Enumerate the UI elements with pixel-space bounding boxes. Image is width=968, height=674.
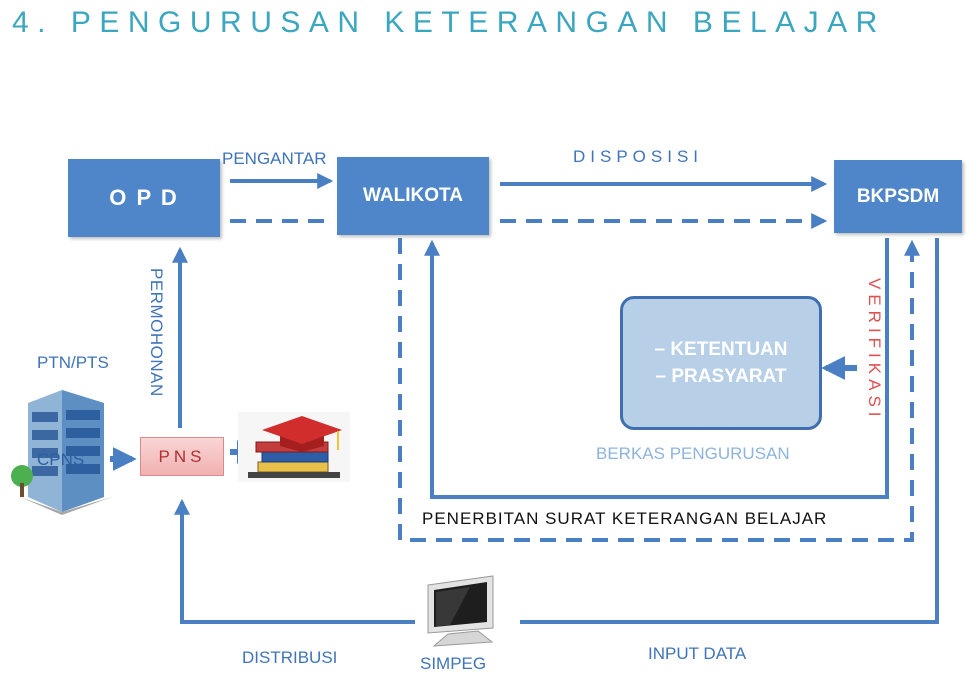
input-data-label: INPUT DATA — [648, 644, 747, 663]
walikota-box[interactable]: WALIKOTA — [337, 157, 489, 235]
penerbitan-dashed-loop — [398, 238, 920, 542]
cpns-label: CPNS — [37, 450, 85, 469]
building-icon — [11, 390, 112, 515]
pns-label: PNS — [158, 446, 206, 466]
simpeg-label: SIMPEG — [420, 654, 487, 673]
input-data-line — [520, 238, 939, 624]
distribusi-arrow — [174, 498, 415, 624]
permohonan-label: PERMOHONAN — [147, 268, 166, 397]
prasyarat-item: – PRASYARAT — [655, 366, 787, 387]
penerbitan-label: PENERBITAN SURAT KETERANGAN BELAJAR — [422, 509, 828, 528]
verifikasi-label: VERIFIKASI — [865, 278, 884, 422]
bkpsdm-box[interactable]: BKPSDM — [834, 160, 962, 233]
penerbitan-return-arrow — [424, 238, 889, 499]
graduation-books-icon — [238, 412, 350, 482]
opd-box[interactable]: O P D — [68, 159, 220, 237]
pengantar-label: PENGANTAR — [222, 149, 327, 168]
opd-label: O P D — [109, 185, 179, 210]
computer-monitor-icon — [427, 575, 494, 647]
bkpsdm-label: BKPSDM — [856, 185, 940, 207]
walikota-label: WALIKOTA — [363, 185, 463, 206]
requirements-panel: – KETENTUAN – PRASYARAT — [620, 296, 822, 430]
ketentuan-item: – KETENTUAN — [654, 339, 788, 360]
page-title: 4. PENGURUSAN KETERANGAN BELAJAR — [12, 6, 886, 39]
disposisi-label: DISPOSISI — [573, 147, 704, 166]
berkas-pengurusan-label: BERKAS PENGURUSAN — [596, 444, 790, 463]
pns-box[interactable]: PNS — [140, 437, 224, 476]
ptn-pts-label: PTN/PTS — [37, 353, 109, 372]
distribusi-label: DISTRIBUSI — [242, 648, 338, 667]
